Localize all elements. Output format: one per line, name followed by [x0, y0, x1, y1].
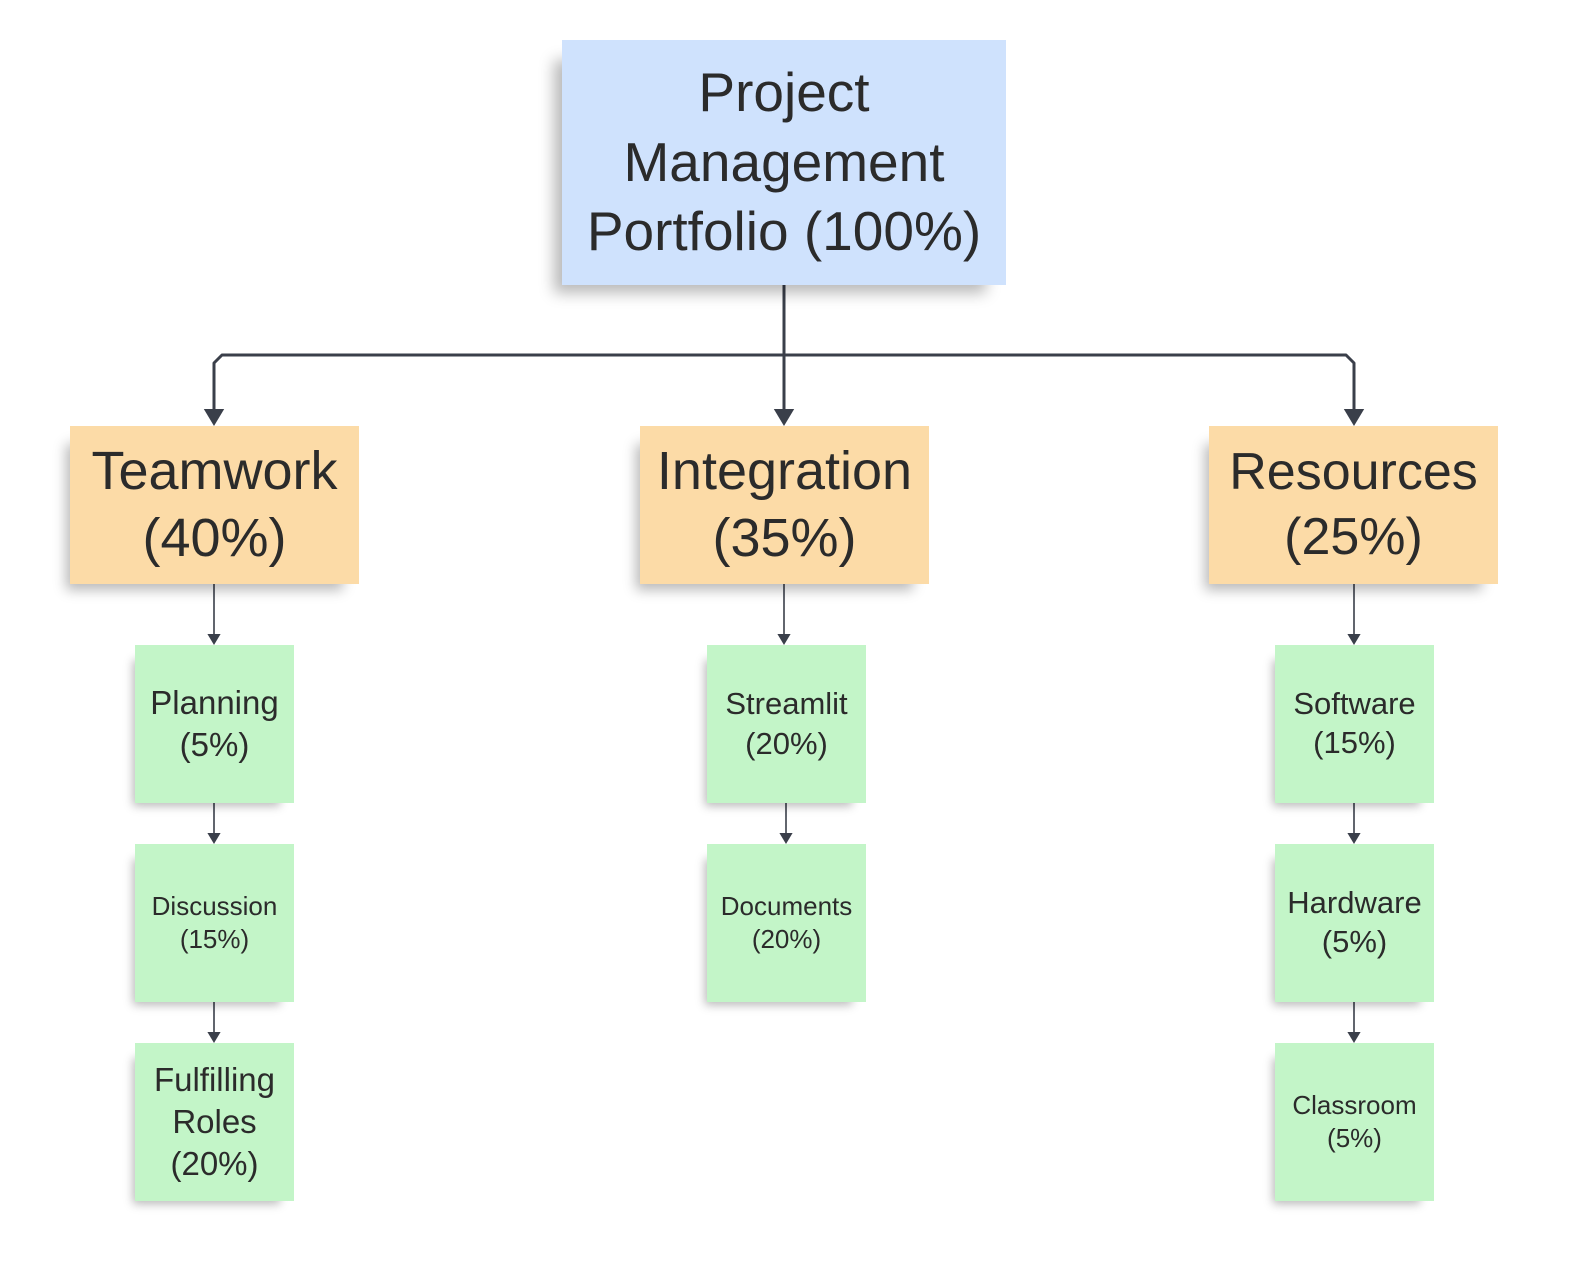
- task-percent: (15%): [1313, 725, 1396, 760]
- task-node-classroom[interactable]: Classroom (5%): [1275, 1043, 1434, 1201]
- task-percent: (20%): [170, 1145, 259, 1183]
- task-node-planning[interactable]: Planning (5%): [135, 645, 294, 803]
- category-node-resources[interactable]: Resources (25%): [1209, 426, 1498, 584]
- arrowhead-2: [207, 1032, 221, 1043]
- task-title: Discussion: [151, 890, 278, 921]
- connector-root-bus: [212, 353, 1356, 410]
- category-node-teamwork[interactable]: Teamwork (40%): [70, 426, 359, 584]
- arrowhead-6: [1347, 833, 1361, 844]
- category-percent: (25%): [1284, 508, 1423, 566]
- arrowhead-3: [777, 634, 791, 645]
- task-percent: (20%): [745, 726, 828, 761]
- task-percent: (20%): [751, 924, 822, 954]
- task-percent: (5%): [179, 726, 250, 763]
- arrowhead-0: [207, 634, 221, 645]
- category-node-integration[interactable]: Integration (35%): [640, 426, 929, 584]
- category-title: Resources: [1229, 443, 1478, 501]
- task-node-fulfilling-roles[interactable]: Fulfilling Roles (20%): [135, 1043, 294, 1201]
- task-node-streamlit[interactable]: Streamlit (20%): [707, 645, 866, 803]
- task-title: Documents: [720, 890, 853, 921]
- task-node-documents[interactable]: Documents (20%): [707, 844, 866, 1002]
- arrowhead-1: [207, 833, 221, 844]
- task-node-software[interactable]: Software (15%): [1275, 645, 1434, 803]
- task-node-hardware[interactable]: Hardware (5%): [1275, 844, 1434, 1002]
- task-title-line-1: Fulfilling: [153, 1060, 276, 1098]
- arrowhead-4: [779, 833, 793, 844]
- task-node-discussion[interactable]: Discussion (15%): [135, 844, 294, 1002]
- arrowhead-to-resources: [1343, 409, 1365, 426]
- task-percent: (15%): [179, 924, 250, 954]
- task-percent: (5%): [1327, 1123, 1382, 1153]
- task-title: Planning: [150, 683, 279, 721]
- task-title: Classroom: [1292, 1089, 1417, 1120]
- root-line-2: Management: [623, 130, 945, 193]
- task-title: Software: [1293, 686, 1416, 722]
- task-title: Streamlit: [725, 686, 848, 722]
- category-title: Integration: [656, 440, 913, 501]
- category-title: Teamwork: [91, 440, 338, 501]
- arrowhead-5: [1347, 634, 1361, 645]
- arrowhead-to-integration: [773, 409, 795, 426]
- task-percent: (5%): [1321, 924, 1388, 959]
- root-line-1: Project: [698, 60, 870, 123]
- category-percent: (40%): [142, 508, 287, 568]
- arrowhead-7: [1347, 1032, 1361, 1043]
- root-node-project-management[interactable]: Project Management Portfolio (100%): [562, 40, 1006, 285]
- category-percent: (35%): [712, 508, 857, 568]
- root-line-3: Portfolio (100%): [586, 200, 982, 263]
- task-title-line-2: Roles: [172, 1102, 257, 1140]
- task-title: Hardware: [1287, 885, 1422, 921]
- arrowhead-to-teamwork: [203, 409, 225, 426]
